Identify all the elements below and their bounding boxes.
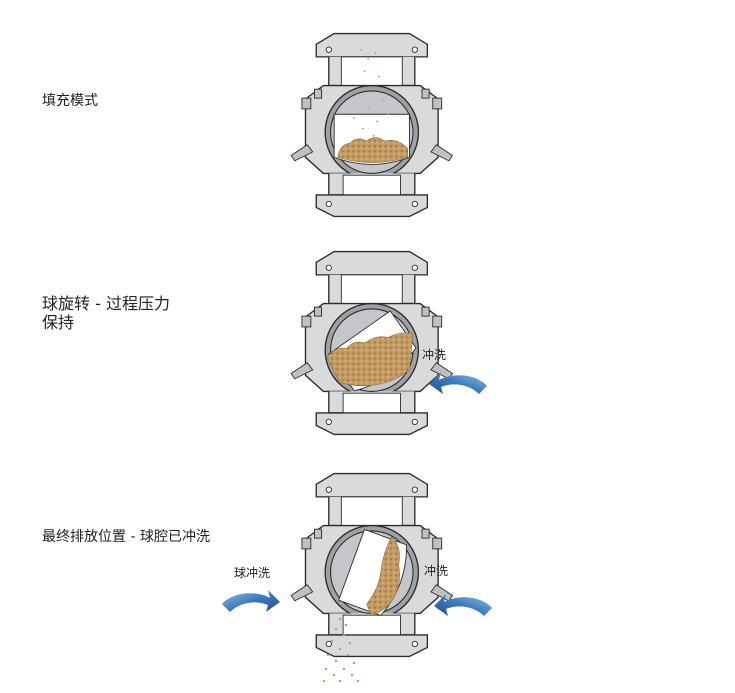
valve-stage-2: [290, 250, 454, 436]
stage-3-left-flush-arrow-icon: [222, 590, 280, 612]
stage-3-flush-label: 冲洗: [424, 564, 449, 578]
stage-2-flush-arrow-icon: [429, 372, 487, 394]
discharging-powder: [366, 535, 400, 616]
stage-3-ball-flush-label: 球冲洗: [234, 566, 271, 580]
stage-2-flush-label: 冲洗: [422, 348, 447, 362]
stage-3-right-flush-arrow-icon: [434, 594, 492, 616]
stage-2-label-line-2: 保持: [42, 313, 75, 332]
stage-1-label: 填充模式: [42, 93, 98, 109]
powder-stream: [322, 617, 360, 683]
powder-in-ball: [326, 332, 414, 387]
stage-2-label: 球旋转 - 过程压力 保持: [42, 294, 170, 332]
valve-stage-3: [290, 472, 454, 658]
stage-2-label-line-1: 球旋转 - 过程压力: [42, 294, 170, 313]
falling-powder: [352, 48, 389, 137]
stage-3-label: 最终排放位置 - 球腔已冲洗: [42, 529, 210, 545]
valve-stage-1: [290, 32, 454, 218]
powder-pile: [337, 137, 408, 163]
